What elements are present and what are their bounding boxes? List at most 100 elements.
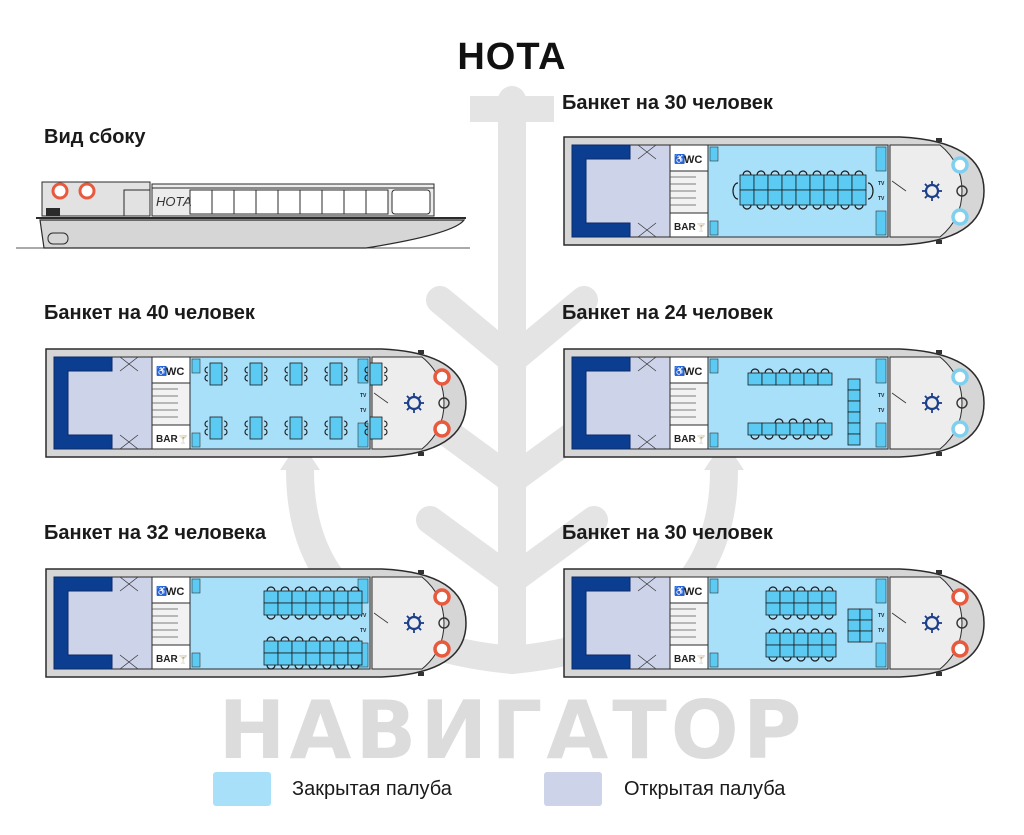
table-seat <box>847 630 861 643</box>
table-seat <box>809 189 825 206</box>
tv-label: TV <box>878 393 885 399</box>
table-seat <box>847 411 861 424</box>
chair <box>796 628 806 634</box>
helm-spoke <box>924 615 929 620</box>
table-seat <box>753 174 769 191</box>
helm-spoke <box>924 395 929 400</box>
table-seat <box>837 189 853 206</box>
table-seat <box>765 602 781 616</box>
chair <box>742 170 752 176</box>
life-ring-icon <box>433 420 451 438</box>
chair <box>350 586 360 592</box>
tv-label: TV <box>878 408 885 414</box>
table-seat <box>747 422 763 436</box>
door-mark <box>891 612 907 624</box>
chair <box>782 614 792 620</box>
side-shelf <box>709 432 719 448</box>
wc-room <box>669 576 709 604</box>
door-marks <box>637 356 657 450</box>
chair <box>810 628 820 634</box>
chair <box>350 636 360 642</box>
table-seat <box>847 389 861 402</box>
table-seat <box>305 590 321 604</box>
page-title: НОТА <box>457 36 567 78</box>
table-seat <box>765 644 781 658</box>
plan-label-2: Банкет на 40 человек <box>44 302 255 324</box>
chair <box>854 204 864 210</box>
chair <box>820 434 830 440</box>
helm-spoke <box>417 615 422 620</box>
plan-label-5: Банкет на 30 человек <box>562 522 773 544</box>
bar-label: BAR <box>674 654 696 665</box>
small-table <box>289 416 303 440</box>
table-seat <box>859 619 873 632</box>
table-seat <box>263 602 279 616</box>
door-mark <box>373 392 389 404</box>
chair <box>764 368 774 374</box>
tv-label: TV <box>878 628 885 634</box>
chair <box>364 366 388 382</box>
chair <box>824 614 834 620</box>
table-seat <box>333 652 349 666</box>
chair <box>280 664 290 670</box>
table-seat <box>847 422 861 435</box>
chair <box>798 170 808 176</box>
table-seat <box>851 174 867 191</box>
chair <box>768 586 778 592</box>
helm-spoke <box>417 406 422 411</box>
chair <box>826 204 836 210</box>
cleat <box>936 452 942 456</box>
table-seat <box>821 632 837 646</box>
chair <box>792 434 802 440</box>
side-view-boat-name: НОТА <box>156 194 192 209</box>
chair <box>280 636 290 642</box>
table-seat <box>347 652 363 666</box>
small-table <box>249 362 263 386</box>
table-seat <box>789 422 805 436</box>
chair <box>768 656 778 662</box>
side-shelf <box>191 358 201 374</box>
bar-label: BAR <box>674 434 696 445</box>
tv-label: TV <box>878 196 885 202</box>
table-seat <box>795 174 811 191</box>
helm-spoke <box>935 615 940 620</box>
table-seat <box>739 189 755 206</box>
table-seat <box>793 632 809 646</box>
table-seat <box>291 652 307 666</box>
table-seat <box>847 400 861 413</box>
helm-spoke <box>924 406 929 411</box>
table-seat <box>347 590 363 604</box>
table-seat <box>823 189 839 206</box>
table-seat <box>851 189 867 206</box>
chair <box>840 170 850 176</box>
table-seat <box>847 433 861 446</box>
chair <box>774 418 784 424</box>
wc-label: WC <box>684 366 702 378</box>
table-seat <box>263 640 279 654</box>
chair <box>244 420 268 436</box>
side-shelf <box>191 578 201 594</box>
chair <box>350 664 360 670</box>
table-seat <box>789 372 805 386</box>
legend-label-closed: Закрытая палуба <box>292 778 452 800</box>
table-seat <box>319 590 335 604</box>
chair <box>742 204 752 210</box>
table-seat <box>809 174 825 191</box>
table-seat <box>807 632 823 646</box>
table-seat <box>779 590 795 604</box>
chair <box>336 636 346 642</box>
table-seat <box>847 378 861 391</box>
chair <box>336 664 346 670</box>
plan-label-3: Банкет на 24 человек <box>562 302 773 324</box>
chair <box>204 366 228 382</box>
cleat <box>418 452 424 456</box>
table-seat <box>333 640 349 654</box>
chair <box>756 170 766 176</box>
table-seat <box>765 632 781 646</box>
side-shelf <box>875 210 887 236</box>
table-seat <box>277 652 293 666</box>
table-seat <box>277 590 293 604</box>
chair <box>810 656 820 662</box>
